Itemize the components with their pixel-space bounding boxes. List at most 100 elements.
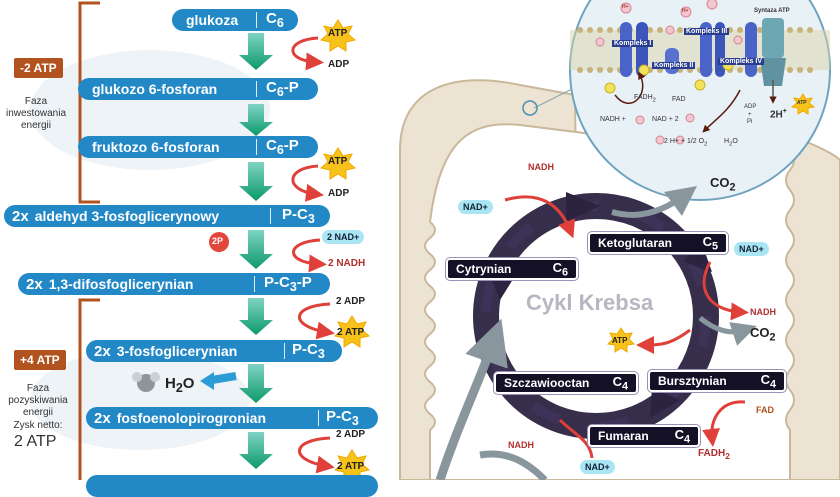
nad-plus-label: NAD+: [458, 200, 493, 214]
multiplier: 2x: [26, 275, 43, 293]
pill-divider: [256, 81, 257, 97]
zoom-origin: [522, 100, 538, 116]
red-arrows-glycolysis: [291, 36, 335, 474]
proton-label: H+: [622, 4, 629, 10]
mol-ketoglutaran: Ketoglutaran C5: [588, 232, 728, 254]
red-arrows-krebs: [504, 195, 749, 459]
net-gain-label: Zysk netto:: [13, 420, 63, 431]
co2-label: CO2: [710, 175, 736, 194]
atp-label: 2 ATP: [337, 327, 365, 338]
phosphate-label: 2P: [212, 236, 224, 246]
water-label: H2O: [165, 375, 195, 395]
nadh-label: NADH: [528, 162, 554, 172]
step-fruktozo-6-fosforan: fruktozo 6-fosforan C6-P: [78, 136, 318, 158]
krebs-atp-arrow: [636, 328, 691, 354]
step-arrow: [239, 364, 273, 403]
pill-divider: [318, 410, 319, 426]
nad-plus-label: NAD+: [580, 460, 615, 474]
atp-produce-arrow: [298, 436, 335, 474]
atp-consume-arrow: [291, 164, 324, 202]
step-arrow: [239, 162, 273, 201]
krebs-fad-arrow: [702, 400, 746, 447]
invest-badge: -2 ATP: [14, 58, 63, 78]
step-arrow: [239, 432, 273, 469]
complex-2-label: Kompleks II: [652, 62, 696, 69]
water-h: [132, 372, 142, 382]
ring-arrowhead: [566, 192, 600, 222]
bracket-payoff: [78, 298, 100, 480]
complex-1-label: Kompleks I: [612, 40, 654, 47]
synthase-label: Syntaza ATP: [754, 8, 790, 14]
payoff-badge: +4 ATP: [14, 350, 66, 370]
atp-synthase-head: [760, 58, 786, 86]
atp-star: [319, 147, 357, 180]
mol-szczawiooctan: Szczawiooctan C4: [494, 372, 638, 394]
nadh-eq-label: NADH +: [600, 116, 626, 123]
input-arrow-2: [479, 450, 548, 480]
fad-label: FAD: [672, 96, 686, 103]
step-name: fruktozo 6-fosforan: [92, 139, 220, 155]
step-arrow: [239, 33, 273, 70]
krebs-nadh-arrow: [702, 261, 749, 321]
teal-arrows: [239, 33, 273, 469]
carbon-count: C6-P: [266, 137, 299, 157]
diagram-canvas: glukoza C6 glukozo 6-fosforan C6-P frukt…: [4, 0, 840, 497]
atp-label: ATP: [612, 336, 628, 345]
complex-4: [745, 22, 757, 77]
krebs-nadh-arrow: [504, 195, 576, 239]
co2-label: CO2: [750, 325, 776, 344]
multiplier: 2x: [12, 207, 29, 225]
step-glukozo-6-fosforan: glukozo 6-fosforan C6-P: [78, 78, 318, 100]
carbon-count: P-C3: [292, 341, 325, 361]
nad-plus-label: 2 NAD+: [322, 230, 365, 244]
two-h-label: 2H+: [770, 108, 787, 121]
complex-1: [620, 22, 632, 77]
carbon-count: P-C3-P: [264, 274, 312, 294]
complex-4-label: Kompleks IV: [718, 58, 765, 65]
nadh-label: NADH: [508, 440, 534, 450]
atp-label: ATP: [328, 28, 348, 39]
adp-label: ADP: [328, 188, 350, 199]
nad-reduce-arrow: [292, 238, 327, 273]
etc-atp-label: ATP: [797, 100, 807, 106]
co2-arrow-1: [611, 186, 698, 218]
water-h: [150, 372, 160, 382]
phosphate-circle: [209, 232, 229, 252]
fadh2-label: FADH2: [698, 448, 730, 461]
step-name: glukoza: [186, 12, 239, 28]
etc-atp-star: [790, 93, 816, 115]
atp-star: [333, 315, 371, 348]
etc-arrow: [614, 71, 646, 104]
carbon-count: P-C3: [326, 408, 359, 428]
mol-cytrynian: Cytrynian C6: [446, 258, 578, 280]
adp-label: 2 ADP: [336, 429, 366, 440]
nad-eq-label: NAD + 2: [652, 116, 679, 123]
atp-produce-arrow: [298, 302, 335, 340]
ring-arrowhead: [650, 388, 680, 418]
step-glukoza: glukoza C6: [172, 9, 298, 31]
adp-label: ADP: [328, 59, 350, 70]
krebs-atp-star: [606, 327, 636, 353]
co2-arrow-2: [698, 316, 757, 346]
complex-1b: [636, 22, 648, 77]
acetyl-input-arrow: [435, 318, 508, 480]
adp-label: 2 ADP: [336, 296, 366, 307]
multiplier: 2x: [94, 342, 111, 360]
atp-stars: [319, 19, 371, 480]
mol-bursztynian: Bursztynian C4: [648, 370, 786, 392]
mol-fumaran: Fumaran C4: [588, 425, 700, 447]
carbon-count: C6: [266, 10, 284, 30]
atp-label: 2 ATP: [337, 461, 365, 472]
pill-divider: [256, 139, 257, 155]
pill-divider: [256, 12, 257, 28]
water-product-label: H2O: [724, 138, 738, 148]
proton-label: H+: [682, 8, 689, 14]
adp-label: ADP: [744, 104, 757, 110]
pill-divider: [254, 276, 255, 292]
water-arrow: [211, 372, 237, 384]
nadh-label: NADH: [750, 307, 776, 317]
atp-star: [319, 19, 357, 52]
